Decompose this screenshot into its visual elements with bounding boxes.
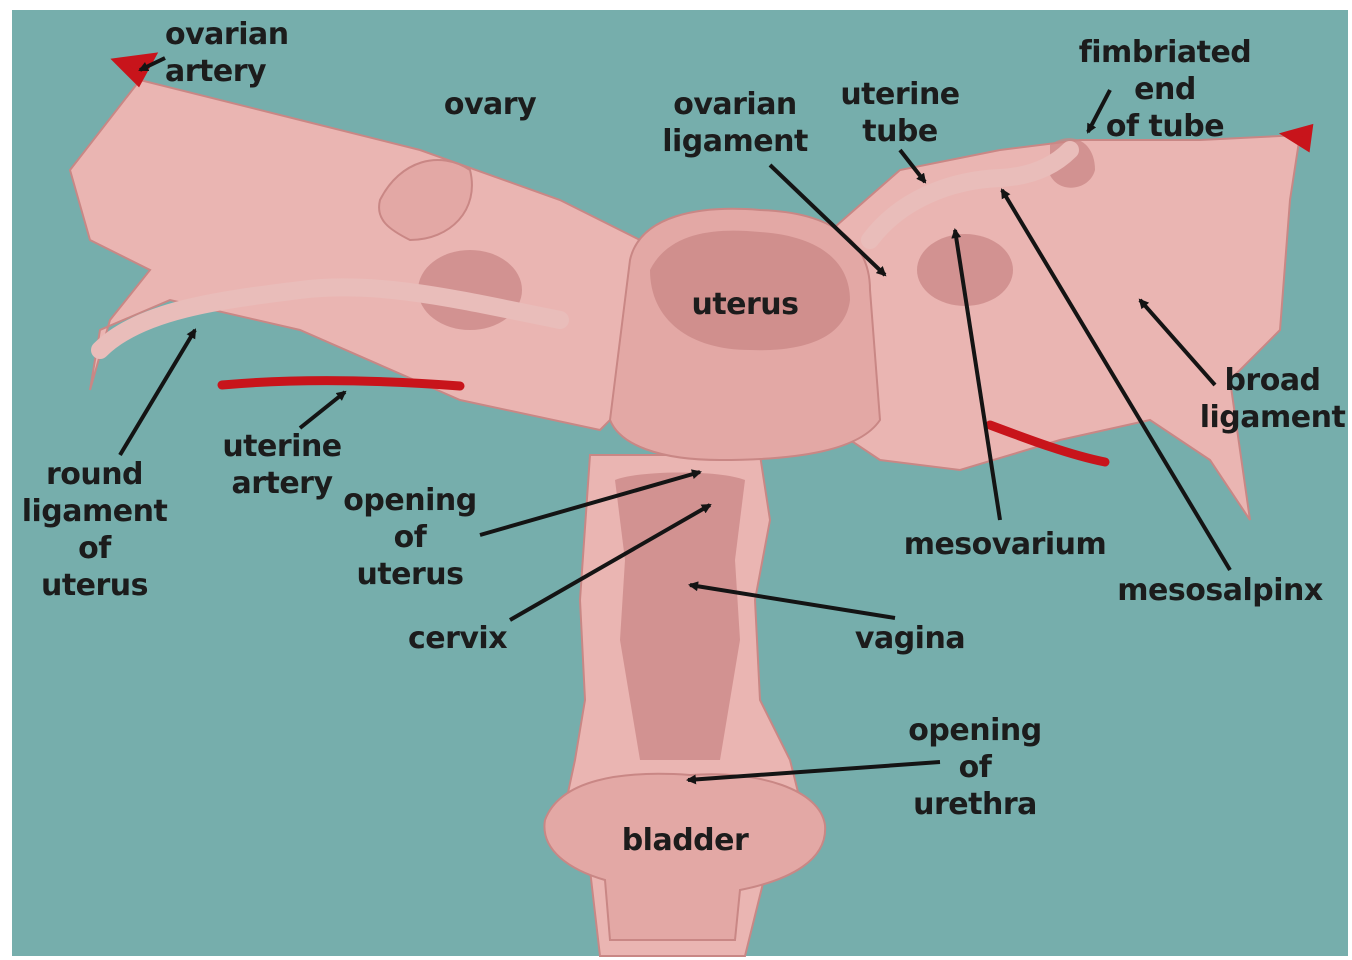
label-mesosalpinx: mesosalpinx [1105, 572, 1335, 609]
label-vagina: vagina [840, 620, 980, 657]
label-fimbriated-end: fimbriated end of tube [1070, 34, 1260, 145]
label-uterine-artery: uterine artery [212, 428, 352, 502]
vagina-canal [615, 473, 745, 761]
label-broad-ligament: broad ligament [1195, 362, 1350, 436]
uterine-artery-left [222, 381, 460, 386]
label-ovarian-ligament: ovarian ligament [655, 86, 815, 160]
label-uterus: uterus [670, 286, 820, 323]
label-opening-of-urethra: opening of urethra [895, 712, 1055, 823]
label-opening-of-uterus: opening of uterus [335, 482, 485, 593]
label-bladder: bladder [610, 822, 760, 859]
label-round-ligament-of-uterus: round ligament of uterus [12, 456, 177, 604]
label-ovarian-artery: ovarian artery [165, 16, 289, 90]
label-cervix: cervix [395, 620, 520, 657]
label-mesovarium: mesovarium [895, 526, 1115, 563]
label-ovary: ovary [425, 86, 555, 123]
label-uterine-tube: uterine tube [830, 76, 970, 150]
